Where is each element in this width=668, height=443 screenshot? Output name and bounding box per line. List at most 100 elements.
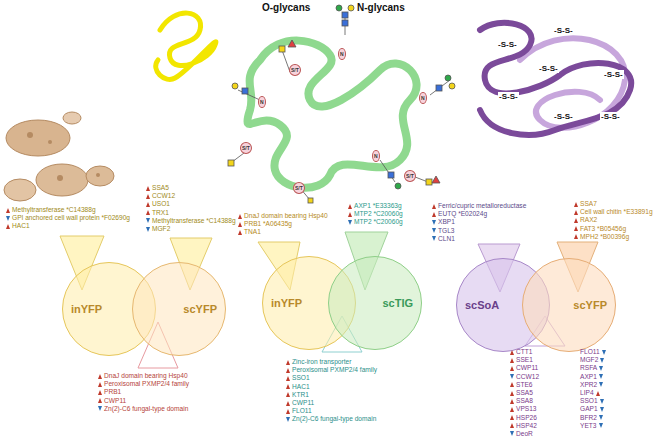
gene-name: RSFA [580,364,597,372]
gene-name: STE6 [516,381,533,389]
gene-row: Zn(2)-C6 fungal-type domain [284,415,377,423]
gene-row: XPR2 [580,381,608,389]
residue-marker: S/T [240,142,252,154]
up-arrow [286,384,290,389]
up-arrow [98,374,102,379]
gene-row: DeoR [508,430,539,438]
circle-label: scYFP [573,299,607,311]
gene-row: EUTQ *E02024g [430,210,526,218]
gene-list: AXP1 *E33363gMTP2 *C20060gMTP2 *C20060g [346,202,403,227]
gene-row: BFR2 [580,414,608,422]
down-arrow [6,216,10,221]
gene-row: CCW12 [144,192,236,200]
up-arrow [574,226,578,231]
gene-name: Zn(2)-C6 fungal-type domain [292,415,376,423]
gene-name: HAC1 [12,222,30,230]
folded-protein-back [520,38,625,128]
gene-row: Zinc-iron transporter [284,358,377,366]
gene-row: HSP26 [508,414,539,422]
gene-row: AXP1 *E33363g [346,202,403,210]
gene-row: MGF2 [580,356,608,364]
up-arrow [286,376,290,381]
folded-protein [480,23,631,135]
up-arrow [510,350,514,355]
gene-name: MGF2 [152,225,170,233]
gene-row: RSFA [580,364,608,372]
gene-name: RAX2 [580,216,597,224]
gene-row: Peroxisomal PXMP2/4 family [96,380,189,388]
disulfide-bond: -S-S- [603,70,624,79]
gene-row: LIP4 [580,389,608,397]
glycan-trees [228,5,455,203]
down-arrow [600,407,604,412]
up-arrow [432,212,436,217]
gene-row: FLO11 [580,348,608,356]
gene-row: MTP2 *C20060g [346,210,403,218]
gene-name: SSA7 [580,200,597,208]
gene-name: USO1 [152,200,170,208]
gene-row: MGF2 [144,225,236,233]
gene-name: SSA5 [152,184,169,192]
down-arrow [599,423,603,428]
gene-row: HAC1 [4,222,130,230]
down-arrow [286,417,290,422]
yeast-cells [4,112,114,201]
gene-row: GAP1 [580,405,608,413]
gene-name: XPR2 [580,381,597,389]
gene-name: GAP1 [580,405,598,413]
disulfide-bond: -S-S- [600,112,621,121]
gene-name: SSA5 [516,389,533,397]
venn-circle: scYFP [132,262,226,356]
residue-marker: N [372,150,380,162]
gene-row: VPS13 [508,405,539,413]
gene-list: SSA5CCW12USO1TRX1Methyltransferase *C143… [144,184,236,233]
up-arrow [98,398,102,403]
up-arrow [146,202,150,207]
gene-list: DnaJ domain bearing Hsp40Peroxisomal PXM… [96,372,189,413]
up-arrow [238,222,242,227]
gene-row: TRX1 [144,209,236,217]
gene-row: MTP2 *C20060g [346,218,403,226]
gene-name: XBP1 [438,218,455,226]
gene-row: HAC1 [284,383,377,391]
up-arrow [510,366,514,371]
gene-name: CWP11 [292,399,314,407]
gene-row: SSA7 [572,200,653,208]
up-arrow [238,214,242,219]
gene-row: MPH2 *B00396g [572,233,653,241]
pointer-triangles [60,232,598,368]
gene-row: AXP1 [580,373,608,381]
up-arrow [510,423,514,428]
gene-name: Ferric/cupric metalloreductase [438,202,526,210]
up-arrow [286,368,290,373]
gene-name: SSE1 [516,356,533,364]
gene-name: CCW12 [152,192,175,200]
gene-list: DnaJ domain bearing Hsp40PRB1 *A06435gTN… [236,212,328,237]
venn-circle: scTIG [328,256,422,350]
gene-row: Zn(2)-C6 fungal-type domain [96,405,189,413]
venn-circle: scYFP [522,258,616,352]
down-arrow [600,399,604,404]
gene-name: HSP42 [516,422,537,430]
up-arrow [510,407,514,412]
gene-name: CWP11 [516,364,538,372]
gene-row: CWP11 [96,397,189,405]
up-arrow [6,224,10,229]
gene-name: CTT1 [516,348,532,356]
disulfide-bond: -S-S- [553,26,574,35]
up-arrow [510,415,514,420]
up-arrow [510,382,514,387]
gene-row: HSP42 [508,422,539,430]
gene-name: DnaJ domain bearing Hsp40 [104,372,188,380]
gene-name: HAC1 [292,383,310,391]
gene-name: HSP26 [516,414,537,422]
gene-name: Peroxisomal PXMP2/4 family [292,366,377,374]
gene-row: KTR1 [284,391,377,399]
gene-name: AXP1 *E33363g [354,202,402,210]
gene-name: SSA8 [516,397,533,405]
gene-row: SSO1 [284,374,377,382]
up-arrow [510,399,514,404]
gene-row: SSA8 [508,397,539,405]
down-arrow [432,228,436,233]
down-arrow [432,236,436,241]
